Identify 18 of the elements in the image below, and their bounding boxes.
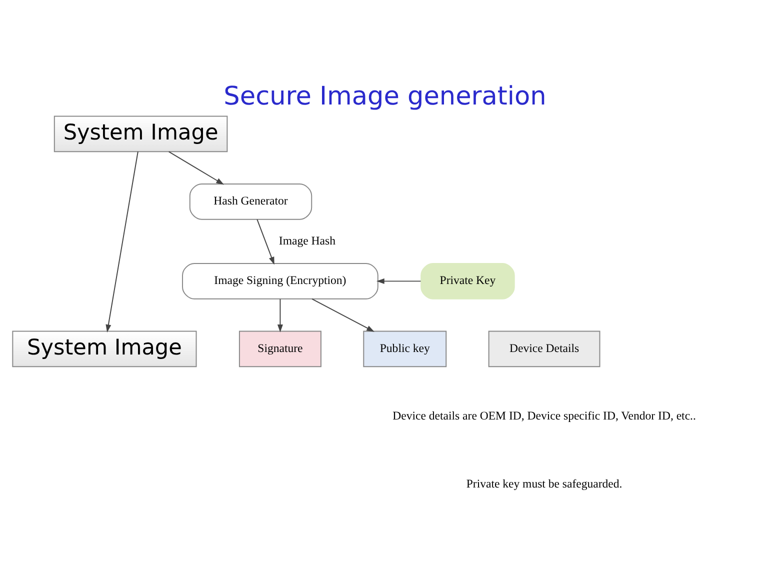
node-box: Public key xyxy=(363,330,447,367)
label: Device details are OEM ID, Device specific ID, Vendor ID, etc.. xyxy=(392,409,696,422)
label: Private key must be safeguarded. xyxy=(466,476,622,490)
diagram-title: Secure Image generation xyxy=(224,80,546,111)
arrow xyxy=(277,298,283,332)
node-box: Image Signing (Encryption) xyxy=(182,262,378,299)
node-box: Private Key xyxy=(420,262,515,299)
arrow xyxy=(168,150,224,184)
node-box: Device Details xyxy=(488,330,600,367)
node-box: Hash Generator xyxy=(189,183,312,220)
arrow xyxy=(256,218,274,264)
node-box: System Image xyxy=(12,330,197,367)
node-box: Signature xyxy=(238,330,322,367)
node-box: System Image xyxy=(54,115,228,152)
arrow xyxy=(106,150,138,332)
edge-label: Image Hash xyxy=(278,234,336,247)
arrow xyxy=(312,298,374,332)
arrow xyxy=(376,278,422,284)
